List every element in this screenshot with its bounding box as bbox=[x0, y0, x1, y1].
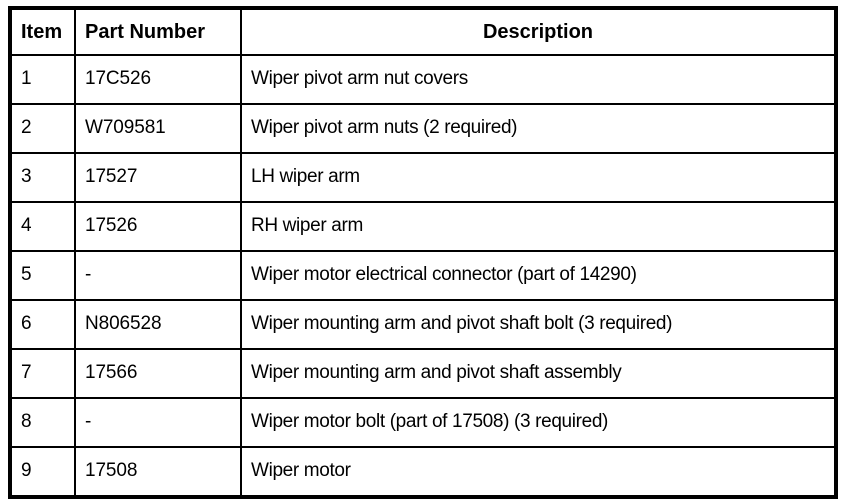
cell-description: LH wiper arm bbox=[240, 152, 837, 203]
table-header-row: Item Part Number Description bbox=[9, 7, 837, 56]
cell-item: 6 bbox=[9, 299, 76, 350]
table-row: 5-Wiper motor electrical connector (part… bbox=[9, 250, 837, 301]
cell-part-number: N806528 bbox=[74, 299, 242, 350]
column-header-part-number: Part Number bbox=[74, 7, 242, 56]
cell-part-number: W709581 bbox=[74, 103, 242, 154]
cell-item: 2 bbox=[9, 103, 76, 154]
table-row: 8-Wiper motor bolt (part of 17508) (3 re… bbox=[9, 397, 837, 448]
cell-part-number: 17527 bbox=[74, 152, 242, 203]
column-header-item: Item bbox=[9, 7, 76, 56]
cell-description: Wiper pivot arm nuts (2 required) bbox=[240, 103, 837, 154]
cell-item: 1 bbox=[9, 54, 76, 105]
cell-description: Wiper motor bolt (part of 17508) (3 requ… bbox=[240, 397, 837, 448]
cell-part-number: 17526 bbox=[74, 201, 242, 252]
cell-description: Wiper mounting arm and pivot shaft bolt … bbox=[240, 299, 837, 350]
cell-description: Wiper pivot arm nut covers bbox=[240, 54, 837, 105]
column-header-description: Description bbox=[240, 7, 837, 56]
cell-part-number: 17C526 bbox=[74, 54, 242, 105]
cell-description: Wiper motor bbox=[240, 446, 837, 498]
cell-item: 7 bbox=[9, 348, 76, 399]
cell-item: 9 bbox=[9, 446, 76, 498]
cell-item: 3 bbox=[9, 152, 76, 203]
cell-part-number: 17566 bbox=[74, 348, 242, 399]
cell-part-number: 17508 bbox=[74, 446, 242, 498]
cell-description: Wiper mounting arm and pivot shaft assem… bbox=[240, 348, 837, 399]
cell-description: Wiper motor electrical connector (part o… bbox=[240, 250, 837, 301]
table-header: Item Part Number Description bbox=[9, 7, 837, 56]
cell-item: 8 bbox=[9, 397, 76, 448]
cell-description: RH wiper arm bbox=[240, 201, 837, 252]
cell-part-number: - bbox=[74, 250, 242, 301]
cell-item: 5 bbox=[9, 250, 76, 301]
cell-part-number: - bbox=[74, 397, 242, 448]
cell-item: 4 bbox=[9, 201, 76, 252]
